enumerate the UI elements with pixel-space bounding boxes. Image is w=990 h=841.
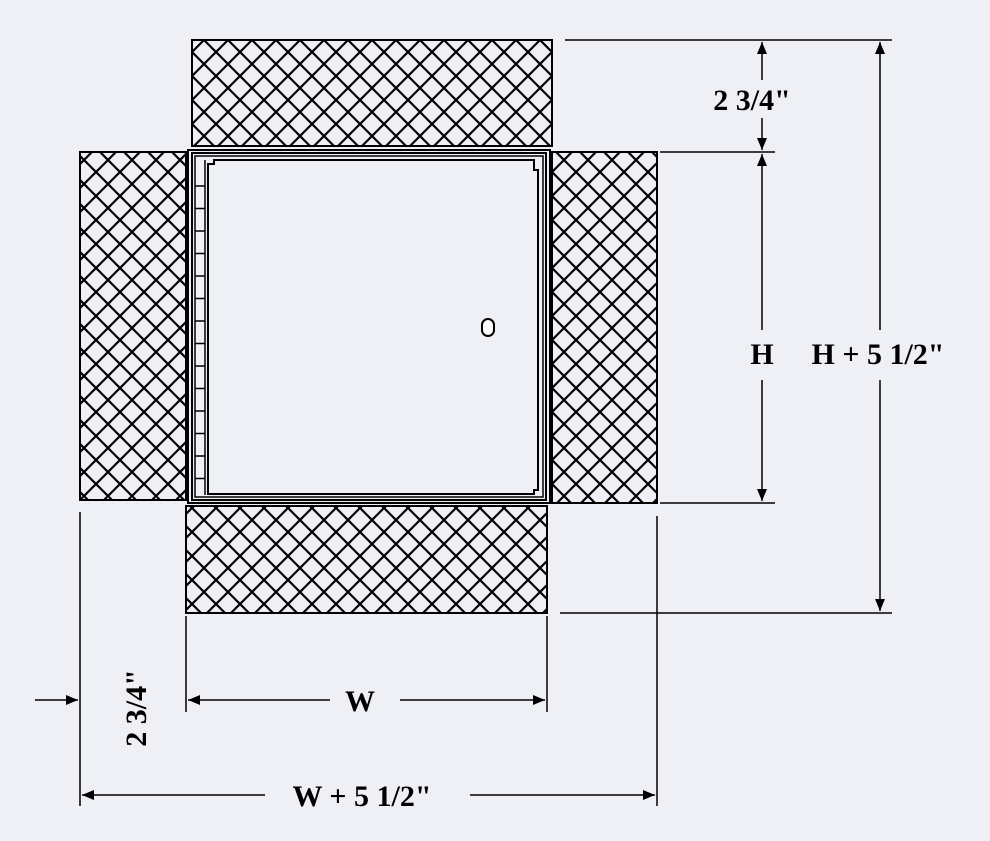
bottom-flange — [185, 505, 548, 614]
side-flange-label: 2 3/4" — [120, 669, 153, 747]
top-flange — [191, 39, 553, 147]
latch-icon — [481, 318, 495, 337]
hinge-ticks — [195, 185, 205, 480]
door-frame — [187, 149, 551, 504]
height-label: H — [750, 338, 773, 371]
left-flange — [79, 151, 187, 501]
total-height-label: H + 5 1/2" — [812, 338, 945, 371]
door-panel — [207, 159, 539, 495]
total-width-label: W + 5 1/2" — [292, 780, 431, 813]
top-flange-label: 2 3/4" — [713, 84, 791, 117]
dimension-lines — [35, 39, 892, 806]
width-label: W — [345, 685, 375, 718]
right-flange — [551, 151, 658, 504]
